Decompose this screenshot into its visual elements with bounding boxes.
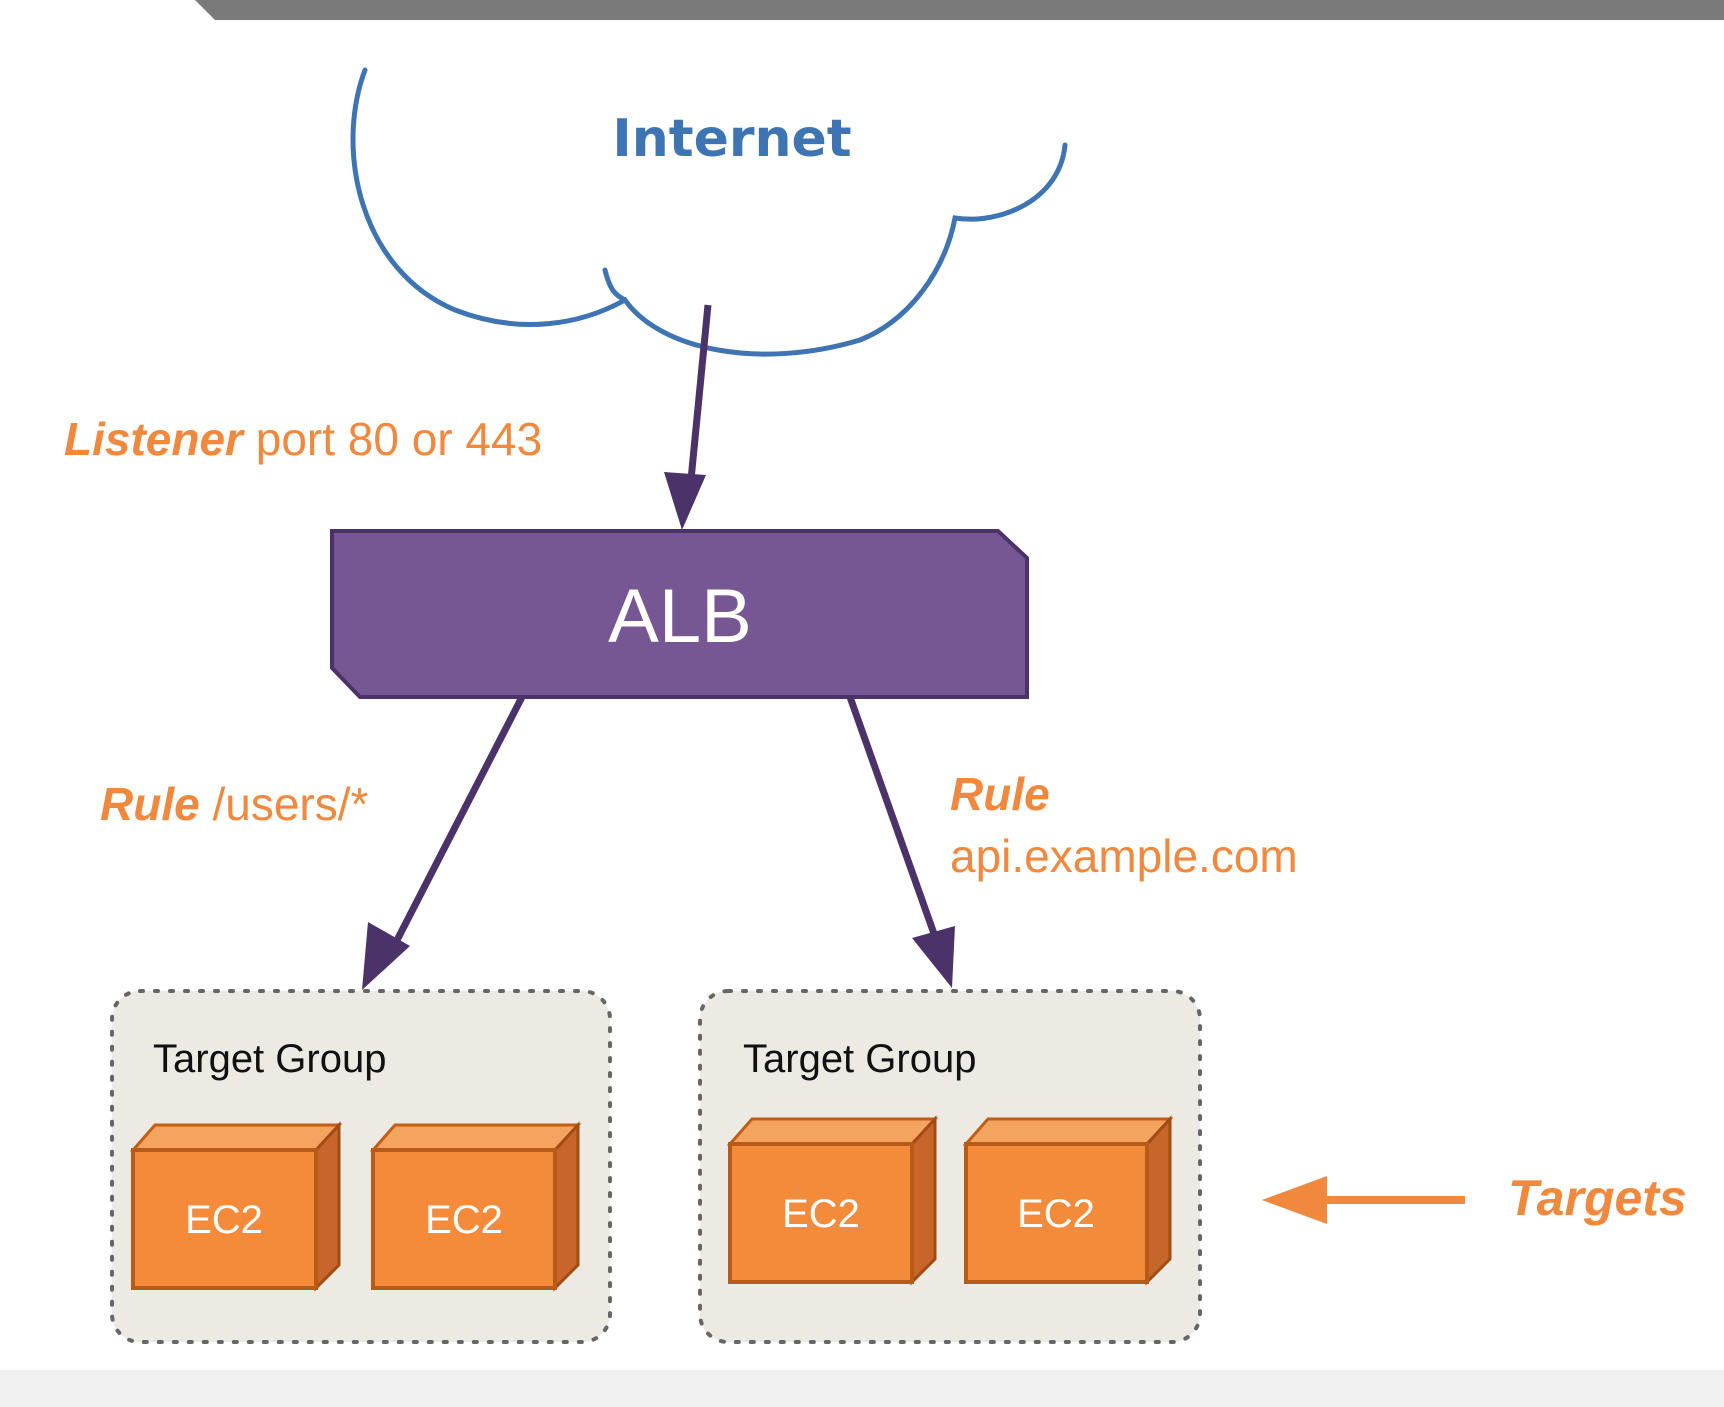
listener-annotation: Listener port 80 or 443 (64, 413, 542, 465)
rule-right-keyword: Rule (950, 768, 1050, 820)
slide-footer-bar (0, 1370, 1724, 1407)
alb-architecture-diagram: Internet Listener port 80 or 443 ALB Rul… (64, 67, 1687, 1344)
ec2-instance: EC2 (129, 1121, 343, 1292)
ec2-instance: EC2 (726, 1115, 939, 1286)
ec2-label: EC2 (782, 1192, 860, 1236)
slide-header-bar (0, 0, 1724, 26)
ec2-instance: EC2 (369, 1121, 582, 1292)
internet-cloud: Internet (350, 67, 1068, 357)
header-bar-shape (195, 0, 1724, 20)
alb-node: ALB (330, 529, 1029, 699)
internet-to-alb-arrow (664, 304, 712, 530)
listener-keyword: Listener (64, 413, 245, 465)
targets-arrow (1262, 1176, 1465, 1224)
rule-left-detail: /users/* (200, 778, 369, 830)
cloud-outline-icon (350, 67, 1068, 357)
target-group-2-label: Target Group (743, 1037, 976, 1081)
target-group-1: Target Group EC2 EC2 (110, 989, 612, 1344)
ec2-label: EC2 (425, 1198, 503, 1242)
ec2-label: EC2 (1017, 1192, 1095, 1236)
targets-label: Targets (1508, 1170, 1687, 1226)
rule-right-arrow (846, 695, 955, 988)
target-group-2: Target Group EC2 EC2 (698, 989, 1202, 1344)
rule-left-keyword: Rule (100, 778, 200, 830)
internet-label: Internet (612, 109, 851, 169)
ec2-label: EC2 (185, 1198, 263, 1242)
rule-right-detail: api.example.com (950, 830, 1298, 882)
ec2-instance: EC2 (962, 1115, 1174, 1286)
target-group-1-label: Target Group (153, 1037, 386, 1081)
rule-left-arrow (362, 695, 526, 990)
alb-box (330, 529, 1029, 699)
listener-detail: port 80 or 443 (243, 413, 542, 465)
rule-left-annotation: Rule /users/* (100, 778, 369, 830)
cloud-inner-lobe (602, 267, 628, 303)
alb-label: ALB (608, 574, 752, 659)
